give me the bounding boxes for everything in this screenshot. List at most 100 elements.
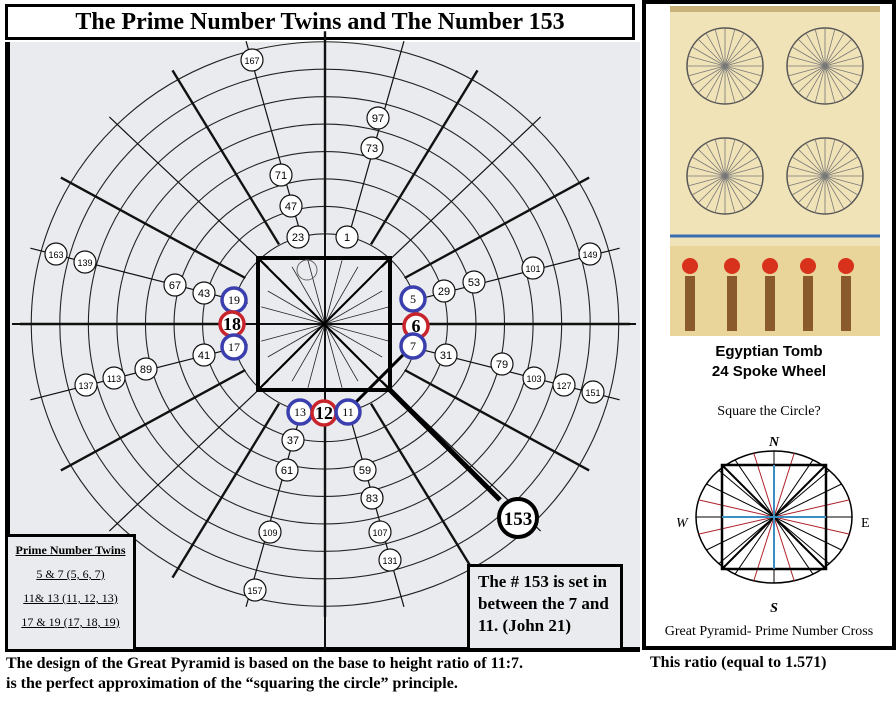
- legend-row: 17 & 19 (17, 18, 19): [21, 615, 120, 629]
- west-label: W: [676, 516, 689, 531]
- number-label: 109: [262, 528, 277, 538]
- page-title: The Prime Number Twins and The Number 15…: [5, 4, 635, 40]
- figure-icon: [803, 276, 813, 331]
- figure-icon: [727, 276, 737, 331]
- inner-spoke: [307, 260, 326, 325]
- twin-prime-node: [399, 285, 427, 313]
- number-label: 113: [107, 374, 121, 384]
- number-label: 59: [359, 465, 371, 477]
- number-node: [286, 225, 310, 249]
- number-node: [368, 520, 392, 544]
- number-node: [243, 578, 267, 602]
- description-line: is the perfect approximation of the “squ…: [6, 675, 458, 692]
- note-153: The # 153 is set in between the 7 and 11…: [467, 564, 623, 651]
- bottom-description: The design of the Great Pyramid is based…: [6, 654, 523, 694]
- spoke: [108, 116, 269, 268]
- number-label: 19: [228, 293, 240, 307]
- number-label: 31: [440, 350, 452, 362]
- twin-prime-node: [399, 332, 427, 360]
- number-label: 13: [294, 405, 306, 419]
- number-node: [378, 548, 402, 572]
- number-node: [432, 279, 456, 303]
- number-label: 163: [48, 250, 63, 260]
- number-label: 47: [285, 201, 297, 213]
- number-node: [73, 250, 97, 274]
- sun-disk-icon: [762, 258, 778, 274]
- legend-row: 11& 13 (11, 12, 13): [23, 591, 118, 605]
- spoke: [108, 380, 269, 532]
- inner-spoke: [324, 323, 383, 358]
- sun-disk-icon: [724, 258, 740, 274]
- inner-spoke: [261, 306, 326, 325]
- inner-spoke: [324, 260, 343, 325]
- number-node: [279, 194, 303, 218]
- caption-line: 24 Spoke Wheel: [711, 363, 827, 380]
- number-label: 79: [496, 359, 508, 371]
- number-node: [360, 486, 384, 510]
- number-label: 41: [198, 350, 210, 362]
- caption-line: Egyptian Tomb: [715, 343, 823, 360]
- inner-spoke: [324, 290, 383, 325]
- number-node: [552, 373, 576, 397]
- right-panel: Egyptian Tomb 24 Spoke Wheel Square the …: [642, 0, 896, 650]
- number-label: 37: [287, 435, 299, 447]
- inner-spoke: [267, 323, 326, 358]
- number-label: 23: [292, 232, 304, 244]
- spoke: [404, 368, 590, 472]
- spoke: [404, 176, 590, 280]
- number-label: 137: [78, 381, 93, 391]
- number-label: 1: [344, 232, 350, 244]
- number-node: [258, 520, 282, 544]
- inner-spoke: [324, 323, 389, 342]
- square-circle-question: Square the Circle?: [717, 404, 821, 419]
- square-diagonal: [257, 257, 391, 391]
- inner-spoke: [324, 306, 389, 325]
- number-label: 127: [556, 381, 571, 391]
- number-node: [522, 366, 546, 390]
- number-node: [192, 281, 216, 305]
- number-label: 43: [198, 288, 210, 300]
- number-label: 103: [526, 374, 541, 384]
- inner-spoke: [307, 323, 326, 388]
- line-to-153: [388, 388, 502, 502]
- number-node: [462, 270, 486, 294]
- inner-spoke: [324, 323, 359, 382]
- number-label: 101: [525, 264, 540, 274]
- number-label: 5: [410, 292, 416, 306]
- number-node: [335, 225, 359, 249]
- number-label: 12: [315, 403, 333, 423]
- number-label: 61: [281, 465, 293, 477]
- twin-prime-node: [334, 398, 362, 426]
- number-node: [490, 352, 514, 376]
- south-label: S: [770, 601, 778, 616]
- number-label: 157: [247, 586, 262, 596]
- number-label: 149: [582, 250, 597, 260]
- prime-number-cross-diagram: N S E W: [676, 435, 870, 616]
- twins-legend: Prime Number Twins 5 & 7 (5, 6, 7) 11& 1…: [5, 534, 136, 652]
- number-label: 89: [140, 364, 152, 376]
- number-node: [581, 380, 605, 404]
- east-label: E: [861, 516, 870, 531]
- inner-spoke: [261, 323, 326, 342]
- description-line: The design of the Great Pyramid is based…: [6, 655, 524, 672]
- sun-disk-icon: [800, 258, 816, 274]
- number-label: 17: [228, 340, 240, 354]
- spoke: [369, 69, 479, 245]
- inner-spoke: [324, 266, 359, 325]
- ratio-text: This ratio (equal to 1.571): [650, 654, 827, 671]
- label-153: 153: [504, 509, 533, 530]
- number-node: [134, 357, 158, 381]
- number-node: [102, 366, 126, 390]
- number-label: 73: [366, 143, 378, 155]
- spoke: [369, 403, 479, 579]
- number-node: [269, 163, 293, 187]
- number-label: 151: [585, 388, 600, 398]
- number-node: [366, 106, 390, 130]
- number-label: 7: [410, 339, 416, 353]
- number-label: 11: [342, 405, 354, 419]
- number-node: [240, 48, 264, 72]
- number-label: 29: [438, 286, 450, 298]
- spoke: [381, 116, 542, 268]
- number-node: [353, 458, 377, 482]
